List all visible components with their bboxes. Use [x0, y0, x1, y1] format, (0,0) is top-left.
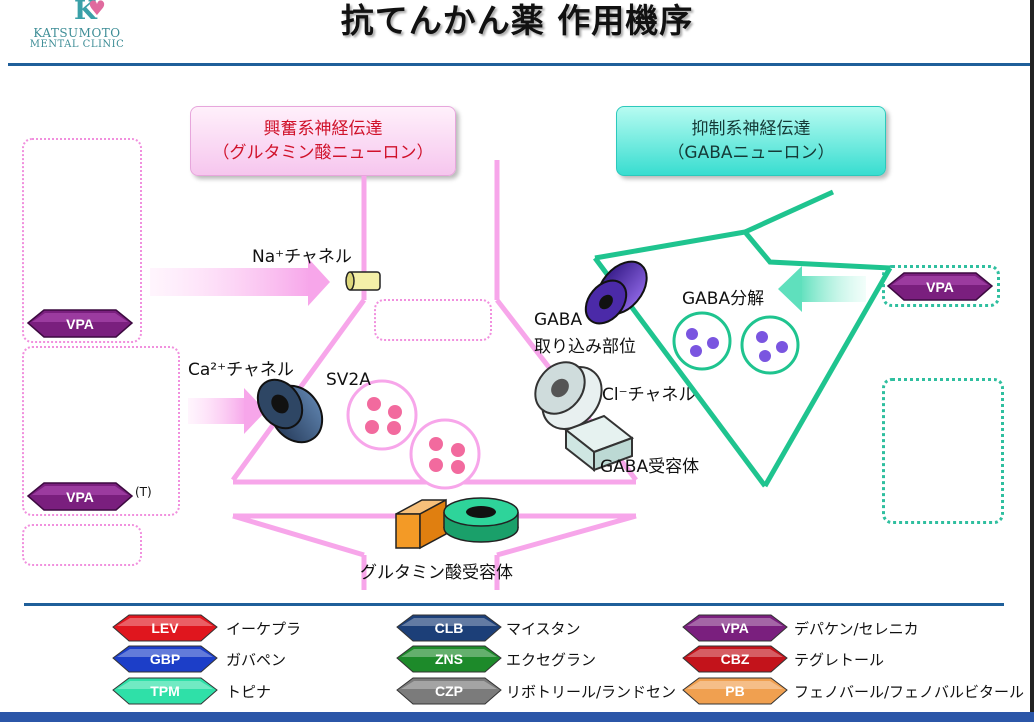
legend-item-clb: CLB マイスタン: [396, 614, 716, 642]
legend-name-clb: マイスタン: [506, 620, 581, 638]
legend-item-tpm: TPM トピナ: [112, 677, 432, 705]
legend-abbr-czp: CZP: [435, 683, 463, 699]
vpa-tag-ca-label: VPA: [66, 489, 94, 505]
legend-name-pb: フェノバール/フェノバルビタール: [794, 683, 1025, 701]
cl-channel-label: Cl⁻チャネル: [602, 385, 696, 405]
taskbar[interactable]: [0, 712, 1034, 722]
na-arrow-icon: [150, 258, 330, 306]
legend-name-cbz: テグレトール: [794, 651, 885, 669]
legend-item-pb: PB フェノバール/フェノバルビタール: [682, 677, 1024, 705]
legend-divider: [24, 603, 1004, 606]
legend-item-zns: ZNS エクセグラン: [396, 645, 716, 673]
page-title: 抗てんかん薬 作用機序: [340, 1, 694, 40]
window-edge: [1030, 0, 1034, 712]
vpa-tag-gaba-label: VPA: [926, 279, 954, 295]
vpa-tag-na-label: VPA: [66, 316, 94, 332]
logo-mark-k: K: [74, 0, 97, 26]
legend-tag-czp: CZP: [396, 677, 502, 705]
na-channel-label: Na⁺チャネル: [252, 247, 352, 267]
glutamate-receptor-icon: [395, 497, 519, 550]
gaba-receptor-label: GABA受容体: [600, 457, 700, 477]
logo-line-2: MENTAL CLINIC: [29, 39, 125, 50]
legend-tag-pb: PB: [682, 677, 788, 705]
drug-slot-sv2a: [374, 299, 492, 341]
t-note: (T): [135, 485, 152, 499]
gaba-vesicle-1-icon: [672, 311, 732, 371]
drug-slot-gaba-receptor: [882, 378, 1004, 524]
excitatory-neurotransmission-box: 興奮系神経伝達 （グルタミン酸ニューロン）: [190, 106, 456, 176]
glutamate-receptor-label: グルタミン酸受容体: [360, 563, 513, 583]
legend-abbr-clb: CLB: [435, 620, 464, 636]
inhibitory-neurotransmission-box: 抑制系神経伝達 （GABAニューロン）: [616, 106, 886, 176]
na-channel-icon: [345, 271, 381, 291]
legend-name-gbp: ガバペン: [226, 651, 287, 669]
drug-slot-ca-channel: [22, 346, 180, 516]
excitatory-subtitle: （グルタミン酸ニューロン）: [212, 143, 434, 163]
cl-channel-icon: [534, 361, 603, 430]
legend-tag-tpm: TPM: [112, 677, 218, 705]
legend-tag-cbz: CBZ: [682, 645, 788, 673]
gaba-breakdown-arrow-icon: [778, 266, 866, 312]
clinic-logo: K ♥ KATSUMOTO MENTAL CLINIC: [22, 0, 132, 52]
ca-channel-label: Ca²⁺チャネル: [188, 360, 294, 380]
legend-abbr-tpm: TPM: [150, 683, 180, 699]
legend-name-lev: イーケプラ: [226, 620, 302, 638]
legend-abbr-lev: LEV: [151, 620, 179, 636]
legend-tag-gbp: GBP: [112, 645, 218, 673]
legend-name-czp: リボトリール/ランドセン: [506, 683, 677, 701]
legend-abbr-vpa: VPA: [721, 620, 749, 636]
sv2a-label: SV2A: [326, 370, 371, 390]
vpa-tag-na: VPA: [26, 309, 134, 338]
inhibitory-title: 抑制系神経伝達: [691, 119, 811, 139]
vpa-tag-ca: VPA: [26, 482, 134, 511]
gaba-breakdown-label: GABA分解: [682, 289, 765, 309]
vpa-tag-gaba: VPA: [886, 272, 994, 301]
legend-name-zns: エクセグラン: [506, 651, 597, 669]
gaba-uptake-label-1: GABA: [534, 310, 583, 330]
synaptic-vesicle-1-icon: [346, 379, 418, 451]
logo-line-1: KATSUMOTO: [33, 26, 121, 40]
ca-arrow-icon: [188, 388, 266, 434]
legend-item-cbz: CBZ テグレトール: [682, 645, 1002, 673]
legend-abbr-zns: ZNS: [435, 651, 463, 667]
legend-tag-zns: ZNS: [396, 645, 502, 673]
gaba-uptake-label-2: 取り込み部位: [534, 337, 636, 357]
excitatory-title: 興奮系神経伝達: [263, 119, 383, 139]
drug-slot-gaba-breakdown: [882, 265, 1000, 307]
ca-channel-icon: [256, 378, 324, 444]
legend-tag-lev: LEV: [112, 614, 218, 642]
legend-item-lev: LEV イーケプラ: [112, 614, 432, 642]
drug-slot-na-channel: [22, 138, 142, 343]
title-divider: [8, 63, 1032, 66]
gaba-receptor-icon: [563, 414, 635, 473]
legend-abbr-pb: PB: [725, 683, 744, 699]
legend-abbr-gbp: GBP: [150, 651, 180, 667]
legend-name-tpm: トピナ: [226, 683, 272, 701]
inhibitory-subtitle: （GABAニューロン）: [667, 143, 835, 163]
logo-heart-icon: ♥: [88, 0, 106, 20]
gaba-transporter-icon: [584, 260, 648, 325]
legend-item-czp: CZP リボトリール/ランドセン: [396, 677, 716, 705]
legend-abbr-cbz: CBZ: [721, 651, 750, 667]
legend-tag-clb: CLB: [396, 614, 502, 642]
legend-tag-vpa: VPA: [682, 614, 788, 642]
gaba-vesicle-2-icon: [740, 315, 800, 375]
drug-slot-glutamate-receptor: [22, 524, 142, 566]
legend-item-vpa: VPA デパケン/セレニカ: [682, 614, 1002, 642]
synaptic-vesicle-2-icon: [409, 418, 481, 490]
legend-name-vpa: デパケン/セレニカ: [794, 620, 919, 638]
legend-item-gbp: GBP ガバペン: [112, 645, 432, 673]
